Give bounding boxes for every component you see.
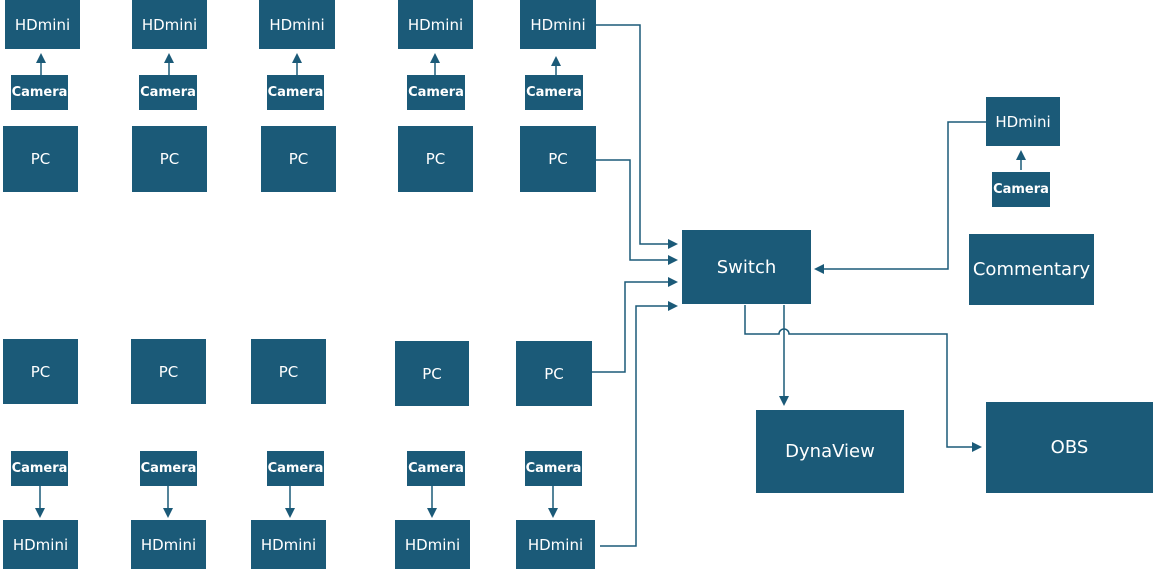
camera-box-6: Camera — [11, 451, 68, 486]
pc-box-8: PC — [251, 339, 326, 404]
hdmini-box-7: HDmini — [131, 520, 206, 569]
camera-box-7: Camera — [140, 451, 197, 486]
pc-box-6: PC — [3, 339, 78, 404]
hdmini-box-5: HDmini — [520, 0, 596, 49]
pc-box-5: PC — [520, 126, 596, 192]
link-pc10-switch — [592, 277, 678, 373]
pc-box-10: PC — [516, 341, 592, 406]
hdmini-box-8: HDmini — [251, 520, 326, 569]
hdmini-box-9: HDmini — [395, 520, 470, 569]
camera-box-4: Camera — [407, 75, 465, 110]
hdmini-box-3: HDmini — [259, 0, 335, 49]
dynaview-box: DynaView — [756, 410, 904, 493]
camera-box-3: Camera — [267, 75, 324, 110]
link-hdmini-right-switch — [814, 121, 986, 274]
pc-box-1: PC — [3, 126, 78, 192]
switch-box: Switch — [682, 230, 811, 304]
pc-box-3: PC — [261, 126, 336, 192]
obs-box: OBS — [986, 402, 1153, 493]
pc-box-7: PC — [131, 339, 206, 404]
camera-box-8: Camera — [267, 451, 324, 486]
camera-box-9: Camera — [407, 451, 465, 486]
hdmini-box-4: HDmini — [398, 0, 473, 49]
link-hdmini10-switch — [600, 301, 678, 547]
pc-box-9: PC — [395, 341, 469, 406]
pc-box-2: PC — [132, 126, 207, 192]
hdmini-box-2: HDmini — [132, 0, 207, 49]
hdmini-box-1: HDmini — [5, 0, 80, 49]
hdmini-box-6: HDmini — [3, 520, 78, 569]
commentary-box: Commentary — [969, 234, 1094, 305]
pc-box-4: PC — [398, 126, 473, 192]
camera-box-5: Camera — [525, 75, 583, 110]
camera-box-10: Camera — [525, 451, 582, 486]
camera-box-1: Camera — [11, 75, 68, 110]
camera-box-2: Camera — [139, 75, 197, 110]
hdmini-box-right: HDmini — [986, 97, 1060, 146]
link-switch-obs — [744, 305, 982, 452]
hdmini-box-10: HDmini — [516, 520, 595, 569]
camera-box-right: Camera — [992, 172, 1050, 207]
link-pc5-switch — [596, 159, 678, 265]
link-hdmini5-switch — [596, 24, 678, 249]
